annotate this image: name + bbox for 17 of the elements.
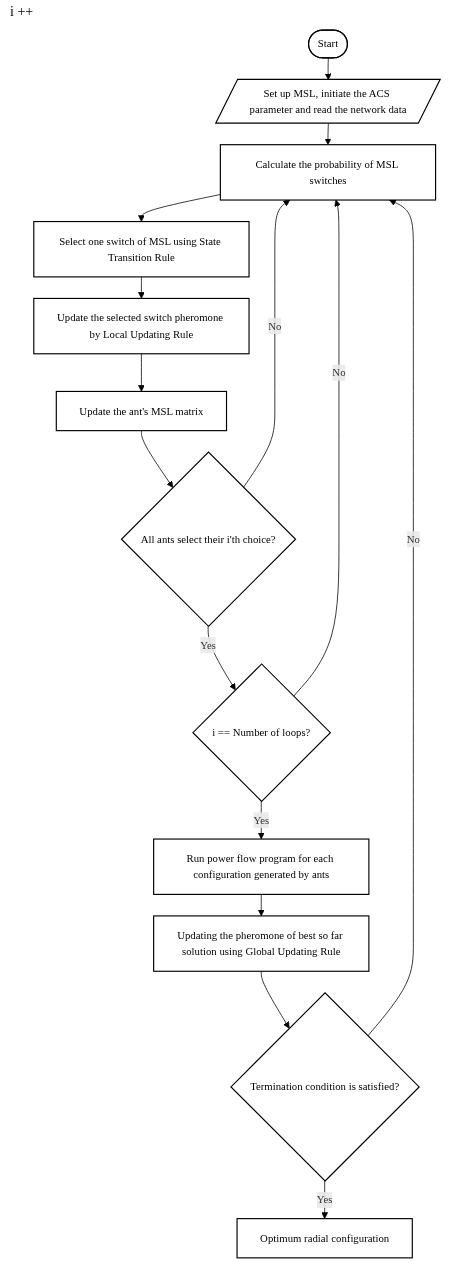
node-diamond: i == Number of loops? [192,663,332,803]
node-box: Calculate the probability of MSL switches [219,144,437,201]
node-box: Update the selected switch pheromone by Local Updating Rule [33,297,250,355]
node-box: Update the ant's MSL matrix [55,390,228,432]
node-box: Optimum radial configuration [236,1218,413,1259]
edge-label: No [406,533,420,545]
node-box: Updating the pheromone of best so far solution using Global Updating Rule [153,915,370,972]
edge-label: No [332,366,346,379]
edge-label: No [268,320,282,332]
edge-label: Yes [200,639,216,651]
node-diamond: Termination condition is satisfied? [230,991,420,1182]
loop-counter-note: i ++ [10,4,34,19]
node-diamond: All ants select their i'th choice? [120,451,297,628]
edge-label: Yes [316,1194,333,1206]
node-box: Select one switch of MSL using State Transition Rule [33,221,250,278]
edge-label: Yes [253,814,270,826]
node-box: Run power flow program for each configuration generated by ants [153,838,370,895]
